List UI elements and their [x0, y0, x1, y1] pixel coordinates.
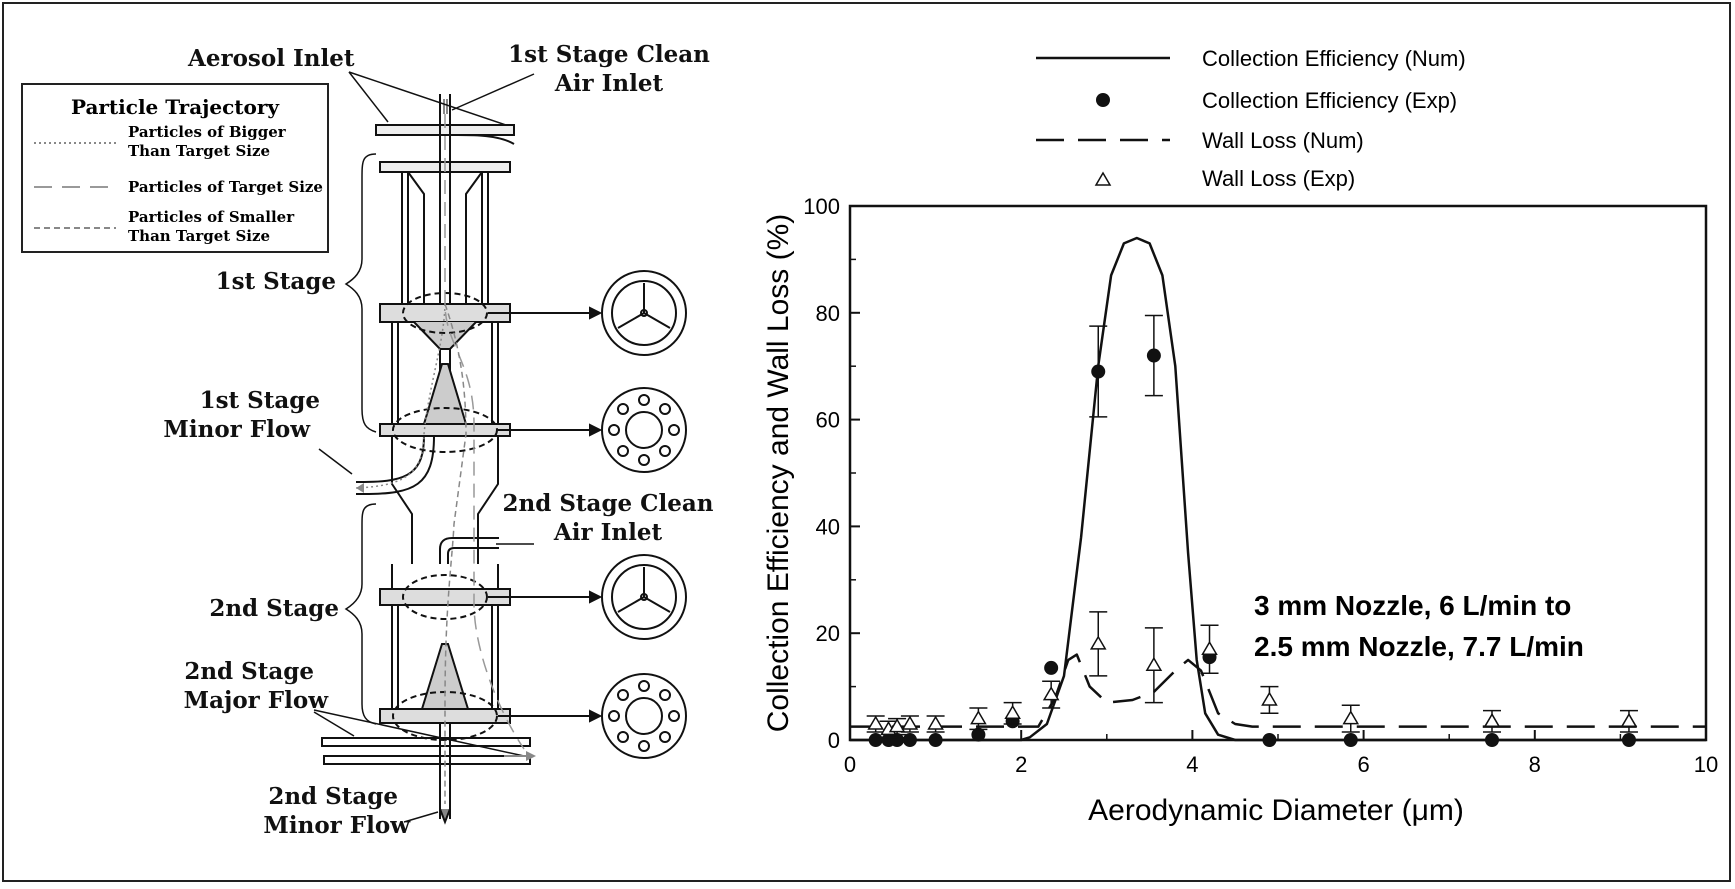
- data-point-exp-wall: [867, 715, 884, 730]
- ring-of-holes-plate-icon: [601, 387, 687, 473]
- data-point-exp-eff: [1485, 733, 1499, 747]
- efficiency-chart: Collection Efficiency (Num) Collection E…: [762, 46, 1718, 827]
- data-point-exp-wall: [1620, 712, 1638, 728]
- trajectory-legend-title: Particle Trajectory: [71, 95, 280, 119]
- data-point-exp-eff: [928, 733, 943, 747]
- trajectory-legend: Particle Trajectory Particles of Bigger …: [21, 83, 329, 253]
- label-stage1: 1st Stage: [216, 268, 336, 295]
- label-stage2-clean-air-2: Air Inlet: [553, 519, 663, 546]
- figure-canvas: Particle Trajectory Particles of Bigger …: [21, 41, 1718, 839]
- x-tick-label: 8: [1529, 752, 1541, 777]
- y-tick-label: 20: [816, 621, 840, 646]
- three-spoke-plate-icon: [601, 554, 687, 640]
- y-axis-label: Collection Efficiency and Wall Loss (%): [762, 214, 795, 733]
- x-tick-label: 10: [1694, 752, 1718, 777]
- label-stage1-clean-air-2: Air Inlet: [554, 70, 664, 97]
- label-stage1-minor-2: Minor Flow: [163, 416, 311, 443]
- y-tick-label: 40: [816, 514, 840, 539]
- ring-of-holes-plate-icon: [601, 673, 687, 759]
- label-stage2: 2nd Stage: [209, 595, 339, 622]
- x-tick-label: 0: [844, 752, 856, 777]
- legend-label-exp-wall: Wall Loss (Exp): [1202, 166, 1355, 191]
- leader-lines: [313, 71, 535, 823]
- series-line-num-eff: [850, 236, 1706, 742]
- data-point-exp-eff: [1262, 733, 1277, 747]
- x-tick-label: 4: [1186, 752, 1198, 777]
- label-aerosol-inlet: Aerosol Inlet: [187, 45, 355, 72]
- y-tick-label: 80: [816, 301, 840, 326]
- bigger-label-1: Particles of Bigger: [128, 123, 287, 141]
- data-point-exp-wall: [1004, 704, 1021, 720]
- chart-legend: Collection Efficiency (Num) Collection E…: [1036, 46, 1466, 191]
- data-point-exp-wall: [1483, 712, 1501, 728]
- data-point-exp-wall: [1342, 710, 1360, 725]
- legend-swatch-exp-eff: [1096, 93, 1110, 107]
- data-point-exp-eff: [902, 733, 917, 747]
- three-spoke-plate-icon: [601, 270, 687, 356]
- legend-label-num-wall: Wall Loss (Num): [1202, 128, 1364, 153]
- data-point-exp-wall: [1201, 640, 1218, 655]
- data-point-exp-eff: [1044, 660, 1059, 675]
- y-tick-label: 100: [803, 194, 840, 219]
- legend-label-num-eff: Collection Efficiency (Num): [1202, 46, 1466, 71]
- x-tick-label: 6: [1357, 752, 1369, 777]
- label-stage2-clean-air-1: 2nd Stage Clean: [503, 490, 714, 517]
- data-point-exp-eff: [1343, 733, 1358, 747]
- data-point-exp-eff: [971, 727, 986, 742]
- data-point-exp-eff: [1091, 364, 1106, 379]
- legend-swatch-exp-wall: [1094, 171, 1112, 186]
- data-point-exp-wall: [1089, 635, 1107, 650]
- data-point-exp-eff: [1621, 733, 1636, 747]
- legend-label-exp-eff: Collection Efficiency (Exp): [1202, 88, 1457, 113]
- label-stage1-minor-1: 1st Stage: [200, 387, 320, 414]
- label-stage2-major-2: Major Flow: [184, 687, 330, 714]
- y-tick-label: 60: [816, 408, 840, 433]
- series-layer: [850, 236, 1706, 747]
- label-stage2-minor-1: 2nd Stage: [268, 783, 398, 810]
- impactor-diagram: Particle Trajectory Particles of Bigger …: [21, 41, 714, 839]
- data-point-exp-wall: [1042, 686, 1060, 701]
- plate-arrows: [488, 306, 603, 723]
- data-point-exp-wall: [1145, 656, 1163, 671]
- y-tick-label: 0: [828, 728, 840, 753]
- data-point-exp-eff: [868, 733, 883, 747]
- x-axis-label: Aerodynamic Diameter (μm): [1088, 794, 1464, 827]
- data-point-exp-wall: [970, 710, 987, 725]
- data-point-exp-wall: [1261, 691, 1278, 706]
- bigger-label-2: Than Target Size: [128, 142, 270, 160]
- target-label: Particles of Target Size: [128, 178, 323, 196]
- label-stage1-clean-air-1: 1st Stage Clean: [508, 41, 710, 68]
- data-point-exp-eff: [1146, 348, 1161, 363]
- x-tick-label: 2: [1015, 752, 1027, 777]
- data-point-exp-eff: [890, 733, 905, 747]
- label-stage2-minor-2: Minor Flow: [263, 812, 411, 839]
- data-point-exp-wall: [927, 715, 944, 730]
- data-point-exp-wall: [888, 718, 906, 733]
- label-stage2-major-1: 2nd Stage: [184, 658, 314, 685]
- annotation-line-1: 3 mm Nozzle, 6 L/min to: [1254, 590, 1571, 621]
- smaller-label-1: Particles of Smaller: [128, 208, 295, 226]
- impactor-body: [321, 94, 536, 825]
- smaller-label-2: Than Target Size: [128, 227, 270, 245]
- data-point-exp-wall: [901, 715, 919, 730]
- annotation-line-2: 2.5 mm Nozzle, 7.7 L/min: [1254, 631, 1584, 662]
